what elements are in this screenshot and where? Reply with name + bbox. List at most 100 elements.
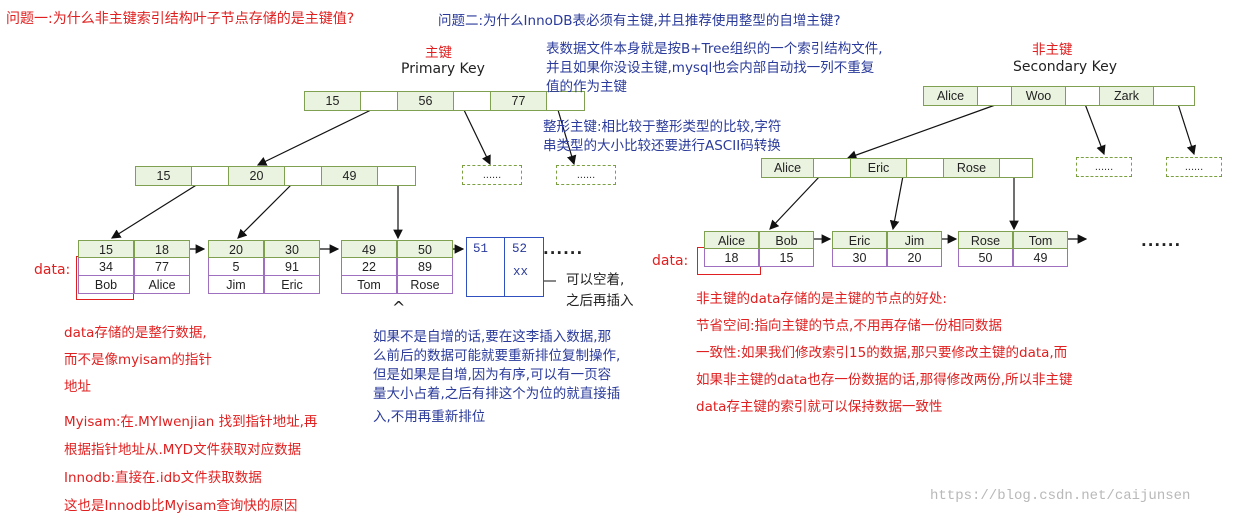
note-line: 如果非主键的data也存一份数据的话,那得修改两份,所以非主键 — [696, 372, 1073, 388]
leaf-key: Tom — [1013, 231, 1068, 249]
key-cell: 20 — [229, 167, 285, 185]
note-line: 但是如果是自增,因为有序,可以有一页容 — [373, 367, 612, 383]
key-cell: Alice — [924, 87, 978, 105]
pointer-cell — [285, 167, 322, 185]
primary-placeholder-node-2: ...... — [556, 165, 616, 185]
pointer-cell — [1000, 159, 1032, 177]
question-2: 问题二:为什么InnoDB表必须有主键,并且推荐使用整型的自增主键? — [438, 13, 841, 29]
secondary-leaf-3: Rose Tom 50 49 — [958, 231, 1068, 267]
note-line: 入,不用再重新排位 — [373, 409, 486, 425]
note-line: 节省空间:指向主键的节点,不用再存储一份相同数据 — [696, 318, 1002, 334]
note-line: 非主键的data存储的是主键的节点的好处: — [696, 291, 947, 307]
leaf-data: Jim — [208, 276, 264, 294]
leaf-data: 89 — [397, 258, 453, 276]
note-line: 一致性:如果我们修改索引15的数据,那只要修改主键的data,而 — [696, 345, 1068, 361]
key-cell: 77 — [491, 92, 547, 110]
secondary-title-en: Secondary Key — [1013, 59, 1117, 75]
note-line: 值的作为主键 — [546, 79, 627, 95]
leaf-key: Jim — [887, 231, 942, 249]
secondary-leaf-2: Eric Jim 30 20 — [832, 231, 942, 267]
leaf-key: Alice — [704, 231, 759, 249]
secondary-more-ellipsis: ...... — [1141, 232, 1182, 250]
note-file-structure: 表数据文件本身就是按B+Tree组织的一个索引结构文件, 并且如果你没设主键,m… — [546, 40, 883, 97]
key-cell: 15 — [305, 92, 361, 110]
primary-data-label: data: — [34, 262, 71, 278]
note-line: 串类型的大小比较还要进行ASCII码转换 — [543, 138, 781, 154]
insert-key-2: 52 — [512, 242, 528, 256]
pointer-cell — [907, 159, 944, 177]
pointer-cell — [192, 167, 229, 185]
leaf-data: 5 — [208, 258, 264, 276]
leaf-data: 77 — [134, 258, 190, 276]
note-line: 量大小占着,之后有排这个为位的就直接插 — [373, 386, 621, 402]
pointer-cell — [454, 92, 491, 110]
leaf-key: 30 — [264, 240, 320, 258]
note-line: 地址 — [64, 379, 91, 395]
secondary-placeholder-node-2: ...... — [1166, 157, 1222, 177]
primary-leaf-3: 49 50 22 89 Tom Rose — [341, 240, 453, 294]
pointer-cell — [361, 92, 398, 110]
primary-title-cn: 主键 — [425, 45, 452, 61]
leaf-data: Tom — [341, 276, 397, 294]
key-cell: Rose — [944, 159, 1000, 177]
free-note-line-1: 可以空着, — [566, 272, 625, 288]
key-cell: 15 — [136, 167, 192, 185]
secondary-title-cn: 非主键 — [1032, 42, 1073, 58]
primary-more-ellipsis: ...... — [543, 240, 584, 258]
leaf-key: 49 — [341, 240, 397, 258]
pointer-cell — [547, 92, 584, 110]
key-cell: Eric — [851, 159, 907, 177]
leaf-data: 49 — [1013, 249, 1068, 267]
leaf-key: 50 — [397, 240, 453, 258]
leaf-key: Eric — [832, 231, 887, 249]
leaf-data: Bob — [78, 276, 134, 294]
note-int-key: 整形主键:相比较于整形类型的比较,字符 串类型的大小比较还要进行ASCII码转换 — [543, 118, 781, 156]
note-line: 如果不是自增的话,要在这李插入数据,那 — [373, 329, 612, 345]
secondary-placeholder-node-1: ...... — [1076, 157, 1132, 177]
note-line: 表数据文件本身就是按B+Tree组织的一个索引结构文件, — [546, 41, 883, 57]
insert-value: xx — [513, 265, 529, 279]
pointer-cell — [1066, 87, 1100, 105]
leaf-data: Eric — [264, 276, 320, 294]
note-line: 整形主键:相比较于整形类型的比较,字符 — [543, 119, 782, 135]
primary-leaf-1: 15 18 34 77 Bob Alice — [78, 240, 190, 294]
secondary-leaf-1: Alice Bob 18 15 — [704, 231, 814, 267]
leaf-data: 30 — [832, 249, 887, 267]
note-autoincrement: 如果不是自增的话,要在这李插入数据,那 么前后的数据可能就要重新排位复制操作, … — [373, 328, 620, 404]
leaf-data: 50 — [958, 249, 1013, 267]
leaf-data: Rose — [397, 276, 453, 294]
secondary-root-node: Alice Woo Zark — [923, 86, 1195, 106]
leaf-data: 22 — [341, 258, 397, 276]
note-line: 根据指针地址从.MYD文件获取对应数据 — [64, 442, 302, 458]
leaf-key: 18 — [134, 240, 190, 258]
secondary-level2-node: Alice Eric Rose — [761, 158, 1033, 178]
primary-leaf-2: 20 30 5 91 Jim Eric — [208, 240, 320, 294]
key-cell: Zark — [1100, 87, 1154, 105]
primary-title-en: Primary Key — [401, 61, 485, 77]
leaf-key: 15 — [78, 240, 134, 258]
primary-root-node: 15 56 77 — [304, 91, 585, 111]
note-secondary-benefit: 非主键的data存储的是主键的节点的好处: 节省空间:指向主键的节点,不用再存储… — [696, 286, 1073, 421]
note-myisam: Myisam:在.MYIwenjian 找到指针地址,再 根据指针地址从.MYD… — [64, 408, 317, 520]
note-row-data: data存储的是整行数据, 而不是像myisam的指针 地址 — [64, 320, 212, 401]
note-line: data存主键的索引就可以保持数据一致性 — [696, 399, 943, 415]
key-cell: Woo — [1012, 87, 1066, 105]
pointer-cell — [1154, 87, 1194, 105]
leaf-data: 20 — [887, 249, 942, 267]
primary-level2-node: 15 20 49 — [135, 166, 416, 186]
primary-placeholder-node-1: ...... — [462, 165, 522, 185]
pointer-cell — [378, 167, 415, 185]
key-cell: Alice — [762, 159, 814, 177]
leaf-data: 34 — [78, 258, 134, 276]
note-line: 并且如果你没设主键,mysql也会内部自动找一列不重复 — [546, 60, 875, 76]
leaf-data: 91 — [264, 258, 320, 276]
secondary-data-label: data: — [652, 253, 689, 269]
note-line: 这也是Innodb比Myisam查询快的原因 — [64, 498, 298, 514]
pointer-cell — [814, 159, 851, 177]
leaf-data: 15 — [759, 249, 814, 267]
insert-slot-box: 51 52 xx — [466, 237, 544, 297]
question-1: 问题一:为什么非主键索引结构叶子节点存储的是主键值? — [6, 11, 355, 27]
leaf-key: Bob — [759, 231, 814, 249]
note-line: data存储的是整行数据, — [64, 325, 207, 341]
